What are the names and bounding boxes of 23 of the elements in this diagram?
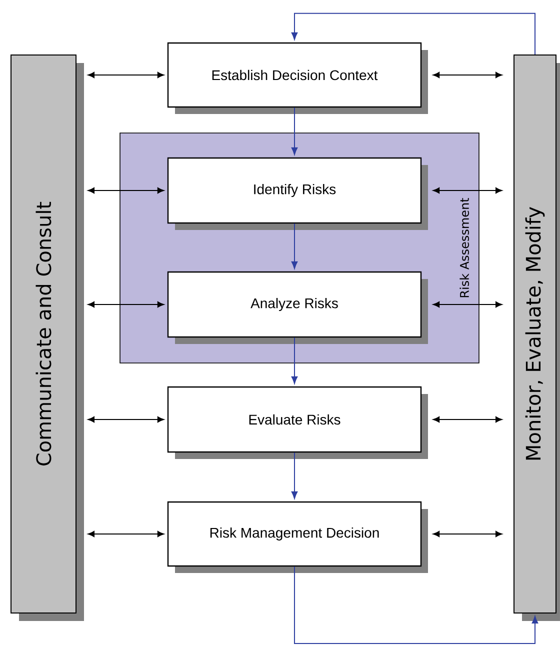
side-bar: Communicate and Consult — [10, 54, 84, 621]
process-box: Evaluate Risks — [167, 386, 428, 459]
process-box: Risk Management Decision — [167, 501, 428, 573]
arrow — [433, 72, 502, 78]
arrow — [291, 452, 298, 499]
arrow — [88, 301, 164, 308]
arrow — [291, 12, 536, 55]
arrow — [291, 107, 298, 155]
arrow — [294, 566, 538, 644]
process-box: Identify Risks — [167, 157, 428, 230]
arrow — [88, 72, 164, 78]
arrow — [433, 416, 502, 422]
arrow — [88, 530, 164, 537]
arrow — [291, 337, 298, 384]
arrow — [433, 301, 502, 308]
process-box: Analyze Risks — [167, 271, 428, 344]
arrow — [433, 187, 502, 194]
arrow — [88, 187, 164, 194]
side-bar: Monitor, Evaluate, Modify — [514, 54, 560, 621]
arrow — [433, 530, 502, 537]
arrow — [88, 416, 164, 422]
arrow — [291, 223, 298, 269]
process-box: Establish Decision Context — [167, 42, 428, 114]
